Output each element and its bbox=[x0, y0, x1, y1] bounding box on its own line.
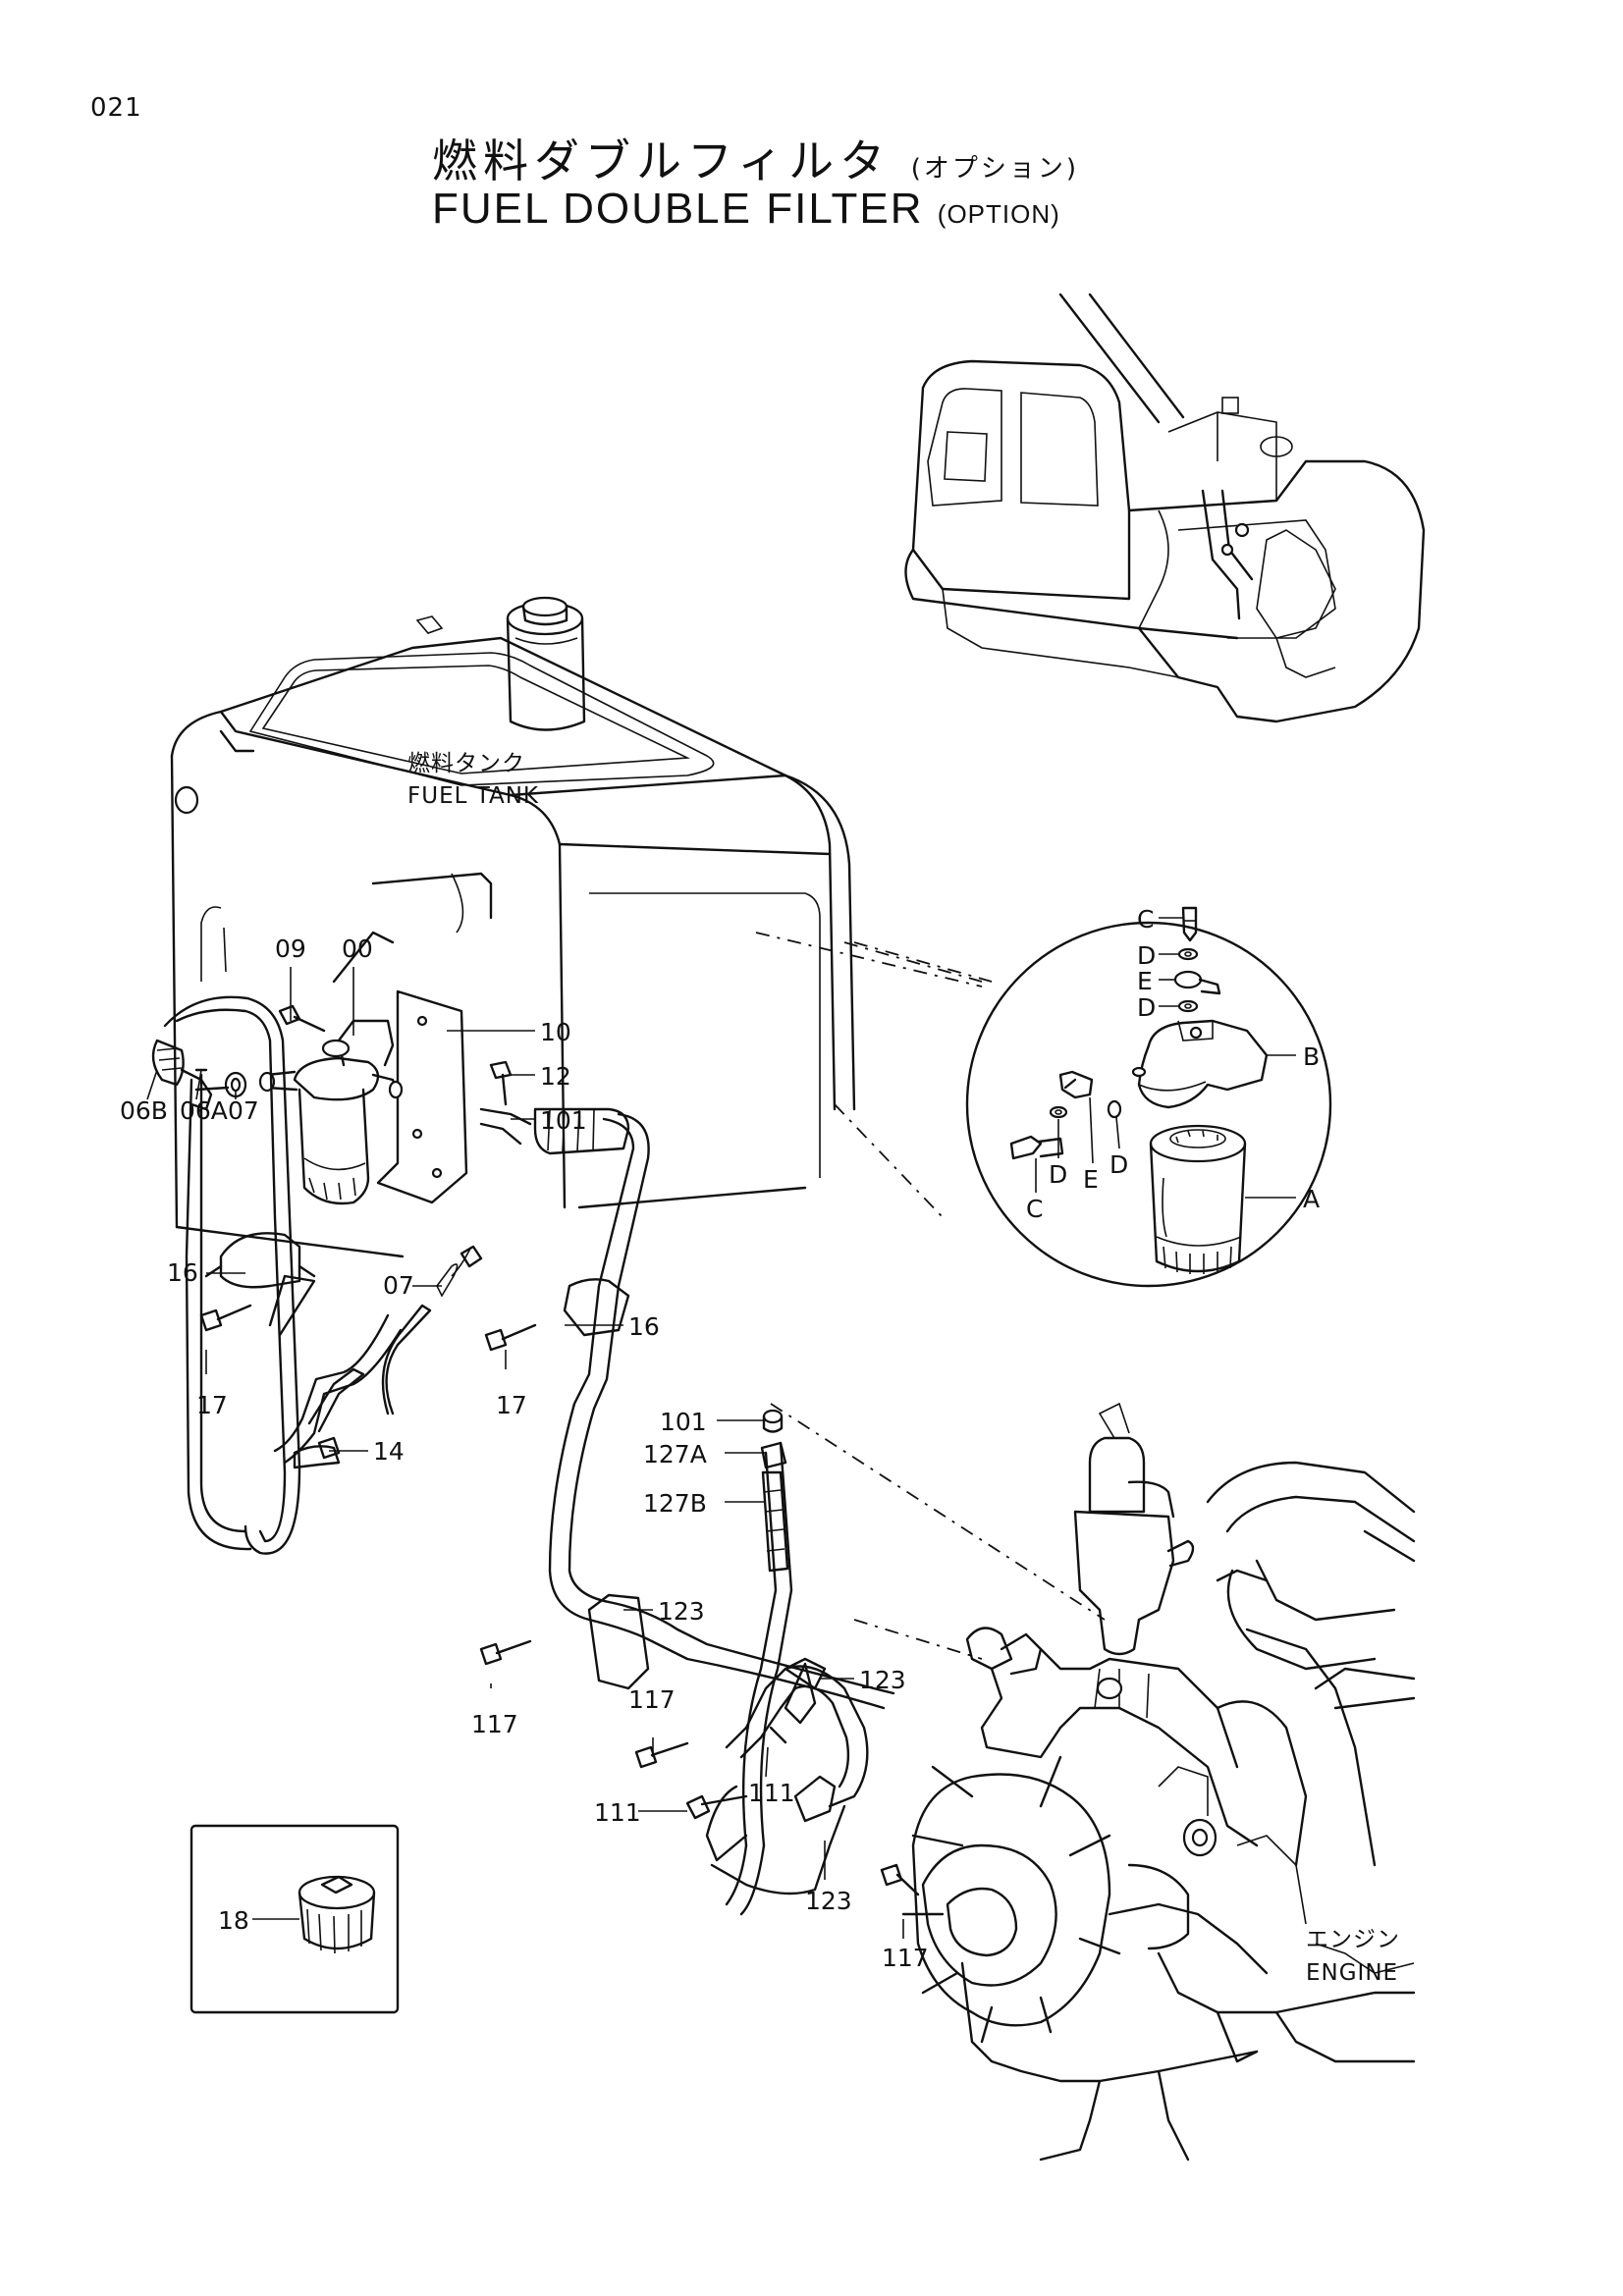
engine-label-jp: エンジン bbox=[1306, 1927, 1400, 1952]
callout-123: 123 bbox=[658, 1597, 705, 1626]
callout-10: 10 bbox=[540, 1018, 571, 1046]
detail-callout-d-2: D bbox=[1137, 993, 1156, 1022]
callout-06b: 06B bbox=[120, 1096, 168, 1125]
reference-line-to-detail bbox=[843, 941, 983, 983]
callout-07: 07 bbox=[228, 1096, 259, 1125]
callout-16-right: 16 bbox=[628, 1312, 660, 1341]
fuel-cap-inset bbox=[189, 1824, 400, 2014]
fuel-tank-label-en: FUEL TANK bbox=[407, 783, 539, 809]
callout-16: 16 bbox=[167, 1258, 198, 1287]
reference-line-to-engine-filter bbox=[770, 1403, 1106, 1621]
callout-111: 111 bbox=[594, 1798, 641, 1827]
filter-detail-circle bbox=[965, 906, 1332, 1288]
callout-00: 00 bbox=[342, 934, 373, 963]
detail-callout-d: D bbox=[1137, 941, 1156, 970]
callout-123-lower: 123 bbox=[805, 1887, 852, 1915]
title-en-main: FUEL DOUBLE FILTER bbox=[432, 185, 924, 233]
detail-callout-c: C bbox=[1137, 905, 1154, 934]
detail-callout-d-4: D bbox=[1109, 1150, 1128, 1179]
callout-09: 09 bbox=[275, 934, 306, 963]
engine-label-en: ENGINE bbox=[1306, 1960, 1398, 1986]
reference-line-to-engine bbox=[853, 1619, 983, 1660]
callout-123-right: 123 bbox=[859, 1666, 906, 1694]
callout-labels: 09 00 10 12 101 06B 06A 07 16 07 17 16 1… bbox=[120, 905, 1320, 1972]
title-english: FUEL DOUBLE FILTER (OPTION) bbox=[432, 185, 1060, 234]
callout-111-right: 111 bbox=[748, 1779, 795, 1807]
bolt-hardware bbox=[199, 1004, 920, 1896]
page-number: 021 bbox=[90, 93, 142, 123]
title-en-option: (OPTION) bbox=[937, 199, 1060, 229]
callout-14: 14 bbox=[373, 1437, 405, 1466]
excavator-overview-illustration bbox=[904, 293, 1426, 723]
reference-line-detail-connect bbox=[755, 932, 983, 988]
detail-callout-e: E bbox=[1137, 967, 1153, 995]
callout-101: 101 bbox=[540, 1106, 587, 1135]
callout-117-mid: 117 bbox=[628, 1685, 676, 1714]
callout-117-lower: 117 bbox=[882, 1944, 929, 1972]
fuel-tank-label-jp: 燃料タンク bbox=[407, 751, 525, 776]
callout-06a: 06A bbox=[180, 1096, 228, 1125]
detail-callout-e-2: E bbox=[1083, 1165, 1099, 1194]
callout-07-lower: 07 bbox=[383, 1271, 414, 1300]
callout-101-lower: 101 bbox=[660, 1408, 707, 1436]
fuel-line-to-engine bbox=[479, 1107, 895, 1916]
callout-18: 18 bbox=[218, 1906, 249, 1935]
title-jp-main: 燃料ダブルフィルタ bbox=[432, 134, 892, 187]
callout-leaders bbox=[146, 917, 1296, 1939]
callout-17: 17 bbox=[196, 1391, 228, 1419]
title-jp-option: (オプション) bbox=[910, 154, 1080, 184]
detail-callout-d-3: D bbox=[1049, 1160, 1067, 1189]
engine-illustration bbox=[901, 1402, 1416, 2162]
detail-callout-c-2: C bbox=[1026, 1195, 1043, 1223]
callout-17-right: 17 bbox=[496, 1391, 527, 1419]
callout-127b: 127B bbox=[643, 1489, 707, 1518]
detail-callout-a: A bbox=[1303, 1185, 1320, 1213]
detail-callout-b: B bbox=[1303, 1042, 1320, 1071]
fuel-filter-assembly bbox=[151, 989, 468, 1555]
callout-127a: 127A bbox=[643, 1440, 707, 1468]
title-japanese: 燃料ダブルフィルタ (オプション) bbox=[432, 126, 1079, 190]
callout-12: 12 bbox=[540, 1062, 571, 1091]
callout-117: 117 bbox=[471, 1710, 518, 1738]
